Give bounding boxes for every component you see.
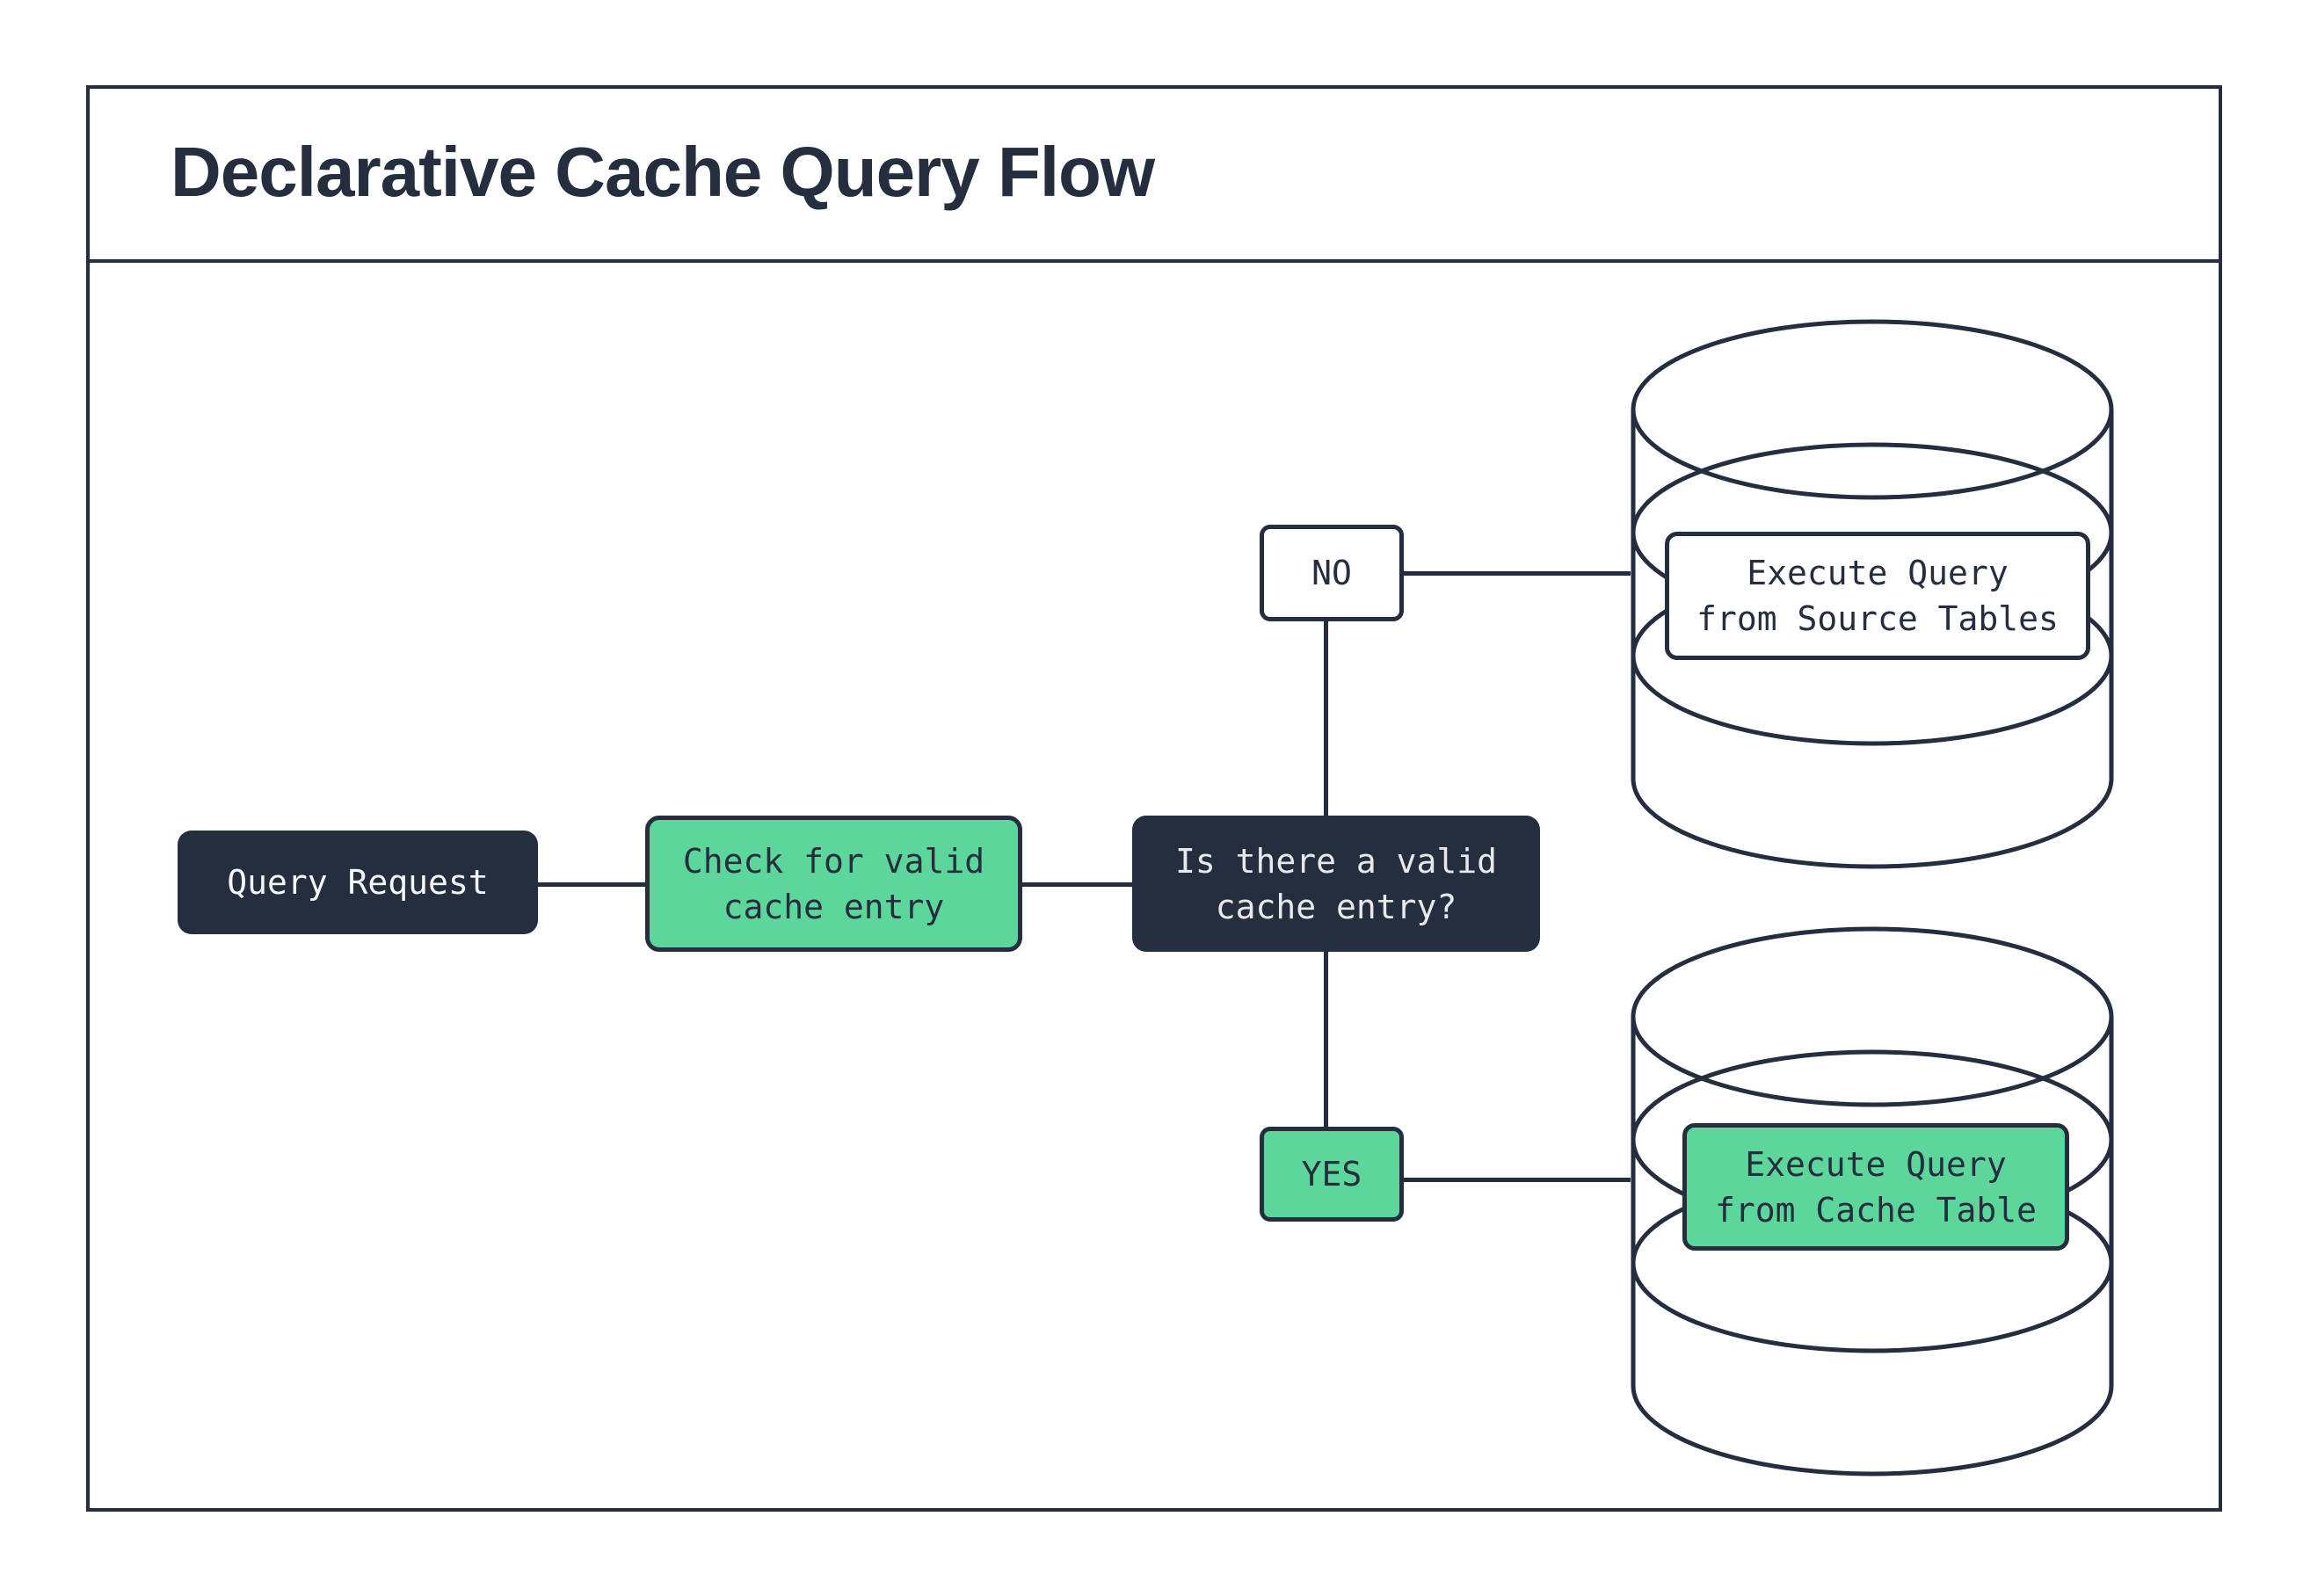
connector-decision-to-yes [1324, 952, 1328, 1127]
node-no-branch: NO [1260, 525, 1404, 621]
connector-no-to-source-db [1404, 571, 1631, 576]
node-execute-source-label-line1: Execute Query [1747, 554, 2009, 592]
node-decision-label-line1: Is there a valid [1174, 841, 1498, 881]
node-no-branch-label: NO [1311, 554, 1352, 592]
node-execute-cache-label-line1: Execute Query [1745, 1144, 2007, 1184]
node-check-cache: Check for valid cache entry [645, 816, 1022, 952]
node-check-cache-label-line1: Check for valid [682, 841, 985, 881]
node-query-request: Query Request [178, 831, 538, 934]
node-decision: Is there a valid cache entry? [1132, 816, 1540, 952]
node-yes-branch: YES [1260, 1127, 1404, 1222]
node-yes-branch-label: YES [1301, 1155, 1362, 1193]
title-bar: Declarative Cache Query Flow [86, 85, 2222, 263]
connector-query-to-check [538, 882, 645, 887]
page-title: Declarative Cache Query Flow [171, 133, 1155, 211]
node-check-cache-label-line2: cache entry [723, 887, 945, 926]
node-execute-cache-label-line2: from Cache Table [1714, 1190, 2038, 1230]
connector-decision-to-no [1324, 621, 1328, 816]
cache-database-cylinder-icon [1626, 925, 2118, 1487]
node-execute-source: Execute Query from Source Tables [1665, 532, 2090, 660]
node-query-request-label: Query Request [227, 863, 489, 902]
node-execute-cache: Execute Query from Cache Table [1682, 1123, 2069, 1251]
node-execute-source-label-line2: from Source Tables [1696, 599, 2059, 638]
connector-yes-to-cache-db [1404, 1178, 1631, 1182]
connector-check-to-decision [1022, 882, 1132, 887]
node-decision-label-line2: cache entry? [1215, 887, 1457, 926]
